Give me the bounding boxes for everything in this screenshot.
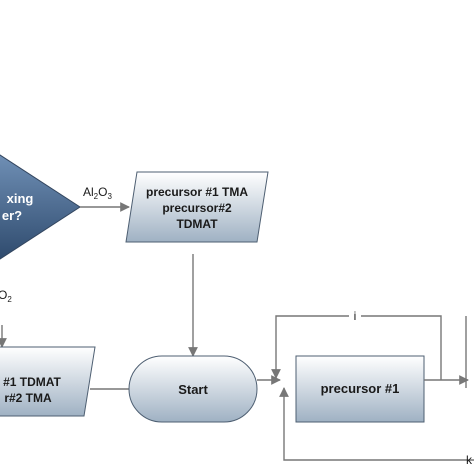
precursor-box-top — [125, 171, 269, 243]
decision-diamond — [0, 154, 81, 260]
decision-label-line1: xing — [7, 191, 34, 206]
step-precursor-1-label: precursor #1 — [321, 381, 400, 396]
start-terminator — [128, 355, 258, 423]
precursor-box-left-line2: r#2 TMA — [4, 391, 52, 405]
branch-label-o2: O2 — [0, 288, 12, 304]
loop-k-connector — [279, 387, 474, 461]
decision-label-line2: er? — [2, 208, 22, 223]
precursor-box-top-line2: precursor#2 — [162, 201, 232, 215]
loop-k-label: k — [466, 453, 473, 467]
loop-i-label: i — [354, 309, 357, 323]
start-label: Start — [178, 382, 208, 397]
loop-i-label-bg — [349, 309, 361, 323]
precursor-box-top-line1: precursor #1 TMA — [146, 185, 248, 199]
branch-label-al2o3: Al2O3 — [83, 185, 112, 201]
step-precursor-1 — [295, 355, 425, 423]
precursor-box-left — [0, 346, 96, 417]
precursor-box-top-line3: TDMAT — [176, 217, 218, 231]
precursor-box-left-line1: #1 TDMAT — [3, 375, 61, 389]
